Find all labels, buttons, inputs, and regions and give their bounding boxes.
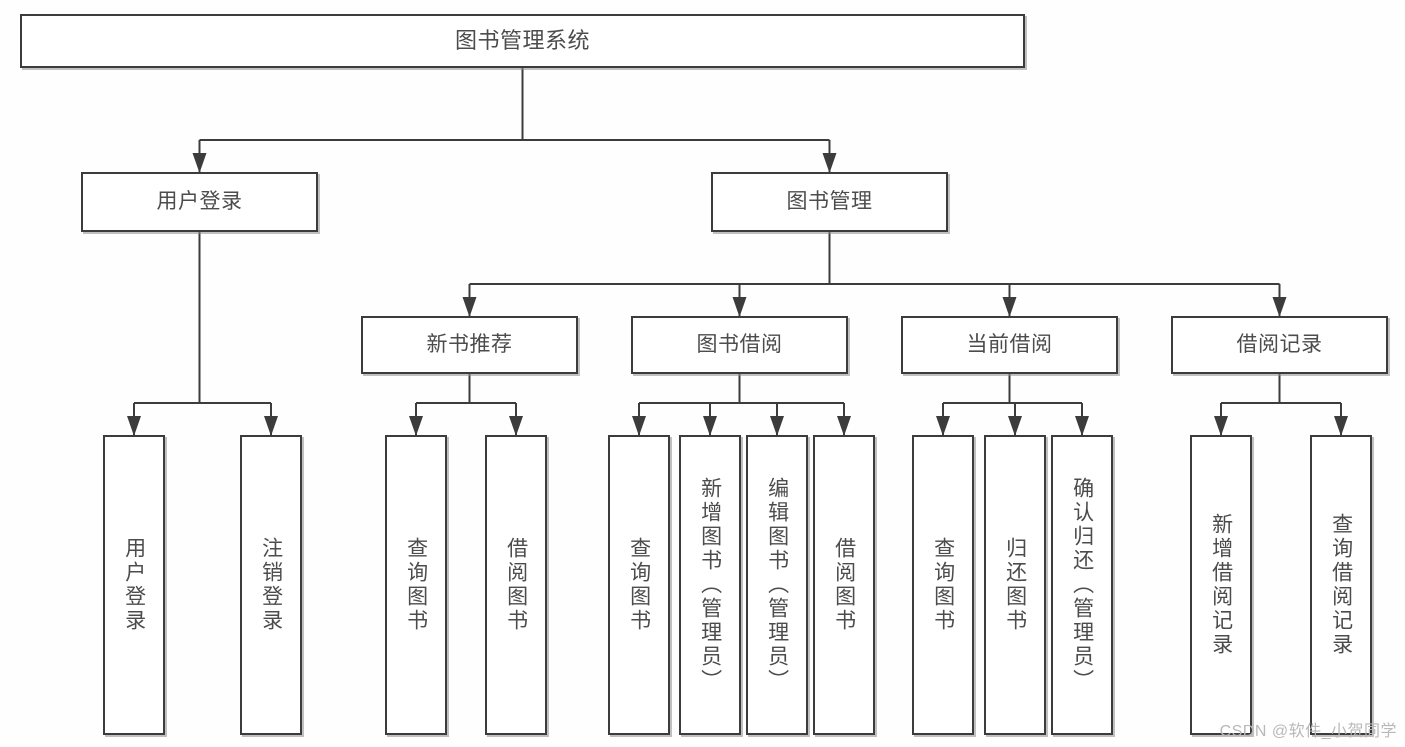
node-c-query[interactable]: 查询图书 [912,435,974,735]
node-c-return[interactable]: 归还图书 [984,435,1046,735]
node-bookmgmt[interactable]: 图书管理 [711,172,948,232]
node-c-confirm[interactable]: 确认归还（管理员） [1051,435,1113,735]
node-newbook[interactable]: 新书推荐 [361,316,578,374]
node-records[interactable]: 借阅记录 [1171,316,1388,374]
node-r-query[interactable]: 查询借阅记录 [1310,435,1372,735]
node-n-borrow[interactable]: 借阅图书 [485,435,547,735]
node-b-edit[interactable]: 编辑图书（管理员） [746,435,808,735]
node-n-query[interactable]: 查询图书 [385,435,447,735]
watermark: CSDN @软件_小贺同学 [1219,723,1397,740]
node-b-query[interactable]: 查询图书 [608,435,670,735]
node-b-lend[interactable]: 借阅图书 [813,435,875,735]
node-borrow[interactable]: 图书借阅 [631,316,848,374]
node-login[interactable]: 用户登录 [81,172,318,232]
node-b-add[interactable]: 新增图书（管理员） [679,435,741,735]
node-current[interactable]: 当前借阅 [901,316,1118,374]
node-l-login[interactable]: 用户登录 [103,435,165,735]
node-l-logout[interactable]: 注销登录 [240,435,302,735]
node-r-add[interactable]: 新增借阅记录 [1190,435,1252,735]
node-root[interactable]: 图书管理系统 [20,14,1025,68]
